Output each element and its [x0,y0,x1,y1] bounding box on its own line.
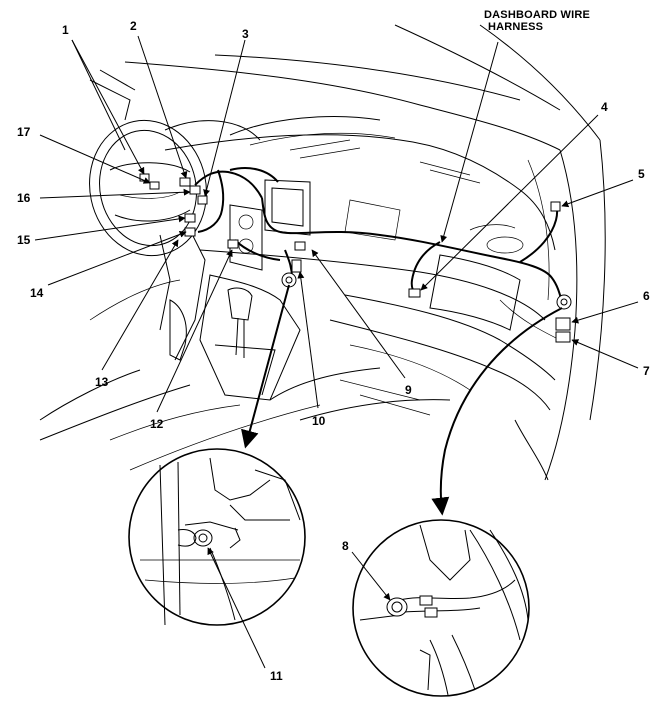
callout-9: 9 [405,383,412,397]
callout-12: 12 [150,417,164,431]
callout-2: 2 [130,19,137,33]
callout-4: 4 [601,100,608,114]
callout-8: 8 [342,539,349,553]
callout-3: 3 [242,27,249,41]
callout-5: 5 [638,167,645,181]
callout-6: 6 [643,289,650,303]
detail-circle-left [128,448,306,669]
callout-11: 11 [270,669,283,683]
callout-13: 13 [95,375,109,389]
body-outline [39,24,606,481]
wire-harness-path [194,167,563,303]
callout-7: 7 [643,364,650,378]
callout-17: 17 [17,125,31,139]
detail-circle-right [351,519,530,697]
callout-10: 10 [312,414,326,428]
callout-14: 14 [30,286,44,300]
callout-1: 1 [62,23,69,37]
callout-15: 15 [17,233,31,247]
callout-leaders [34,35,639,516]
diagram-title-line2: HARNESS [488,21,544,33]
callout-16: 16 [17,191,31,205]
connectors [139,173,572,343]
diagram-title-line1: DASHBOARD WIRE [484,9,591,21]
